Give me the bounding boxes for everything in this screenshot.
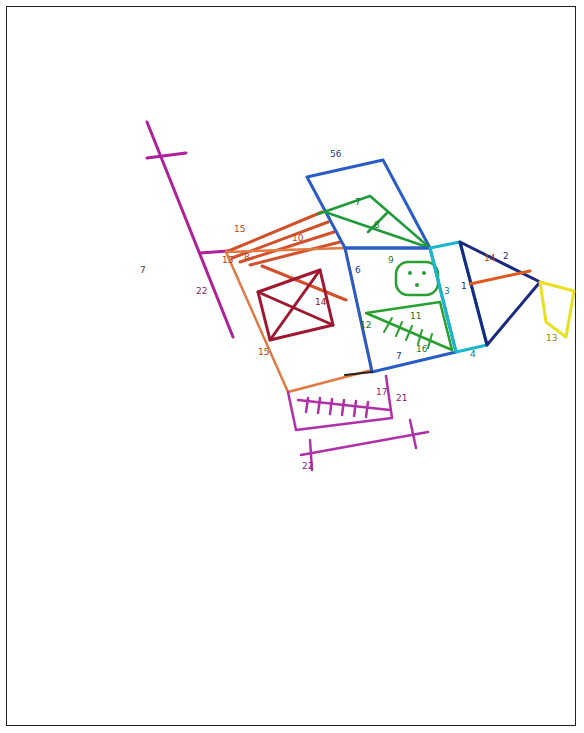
callout-number: 13 xyxy=(546,334,557,343)
callout-number: 8 xyxy=(244,253,250,262)
callout-number: 4 xyxy=(470,350,476,359)
callout-number: 56 xyxy=(330,150,341,159)
page-frame xyxy=(6,6,576,726)
callout-number: 14 xyxy=(315,298,326,307)
callout-number: 14 xyxy=(484,254,495,263)
callout-number: 9 xyxy=(388,256,394,265)
callout-number: 22 xyxy=(196,287,207,296)
callout-number: 7 xyxy=(140,266,146,275)
callout-number: 17 xyxy=(376,388,387,397)
callout-number: 7 xyxy=(355,198,361,207)
callout-number: 12 xyxy=(360,321,371,330)
callout-number: 2 xyxy=(503,252,509,261)
callout-number: 8 xyxy=(374,221,380,230)
callout-number: 21 xyxy=(396,394,407,403)
callout-number: 6 xyxy=(355,266,361,275)
callout-number: 15 xyxy=(258,348,269,357)
callout-number: 3 xyxy=(444,287,450,296)
callout-number: 10 xyxy=(292,234,303,243)
callout-number: 13 xyxy=(222,256,233,265)
callout-number: 1 xyxy=(461,282,467,291)
callout-number: 15 xyxy=(234,225,245,234)
callout-number: 7 xyxy=(396,352,402,361)
callout-number: 22 xyxy=(302,462,313,471)
callout-number: 11 xyxy=(410,312,421,321)
callout-number: 16 xyxy=(416,345,427,354)
